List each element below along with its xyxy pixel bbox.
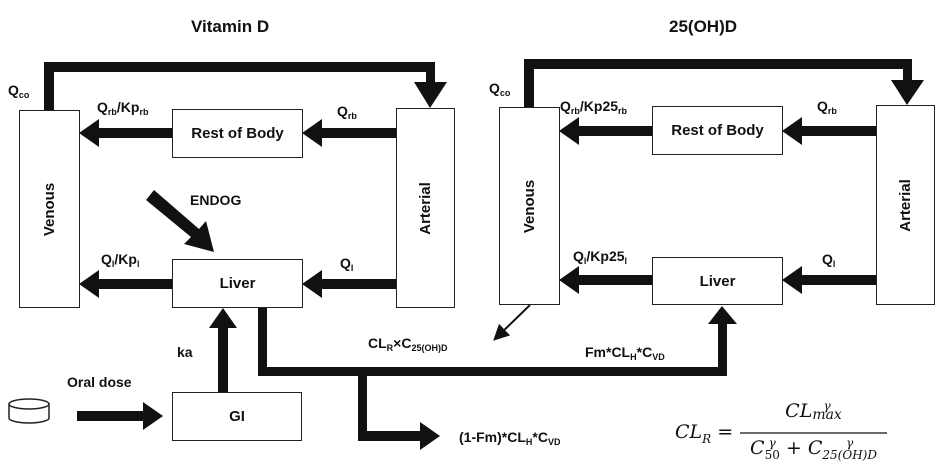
l-out-shaft-right — [577, 275, 652, 285]
rb-out-head-left — [79, 119, 99, 147]
arterial-compartment-left: Arterial — [396, 108, 455, 308]
oral-head — [143, 402, 163, 430]
gi-compartment: GI — [172, 392, 302, 441]
rb-in-shaft-right — [800, 126, 876, 136]
rb-in-head-left — [302, 119, 322, 147]
elim-head — [420, 422, 440, 450]
metabolism-label: Fm*CLH*CVD — [585, 344, 665, 362]
rb-in-label-right: Qrb — [817, 98, 837, 116]
l-out-label-left: Ql/Kpl — [101, 251, 140, 269]
qco-label-left: Qco — [8, 82, 30, 100]
oral-shaft — [77, 411, 145, 421]
l-in-head-right — [782, 266, 802, 294]
l-out-head-right — [559, 266, 579, 294]
venous-label: Venous — [40, 182, 58, 236]
qco-loop-left — [44, 62, 435, 110]
ka-label: ka — [177, 344, 193, 360]
arterial-label: Arterial — [897, 178, 914, 232]
liver-left: Liver — [172, 259, 303, 308]
ka-head — [209, 308, 237, 328]
l-out-shaft-left — [97, 279, 172, 289]
pill-icon — [8, 398, 50, 424]
panel-title-vitamin-d: Vitamin D — [191, 17, 270, 36]
rb-out-label-left: Qrb/Kprb — [97, 99, 149, 117]
l-in-shaft-right — [800, 275, 876, 285]
elim-branch — [358, 376, 422, 441]
equation-lhs: CLR = — [675, 421, 734, 446]
ka-shaft — [218, 326, 228, 392]
rb-in-label-left: Qrb — [337, 103, 357, 121]
venous-compartment-right: Venous — [499, 107, 560, 305]
rb-out-head-right — [559, 117, 579, 145]
panel-title-25ohd: 25(OH)D — [669, 17, 738, 36]
l-in-label-right: Ql — [822, 251, 836, 269]
l-in-head-left — [302, 270, 322, 298]
l-out-head-left — [79, 270, 99, 298]
l-out-label-right: Ql/Kp25l — [573, 248, 628, 266]
endog-arrow — [146, 190, 214, 252]
elimination-label: (1-Fm)*CLH*CVD — [459, 429, 561, 447]
liver-right: Liver — [652, 257, 783, 305]
rb-out-label-right: Qrb/Kp25rb — [560, 98, 628, 116]
rb-out-shaft-right — [577, 126, 652, 136]
arterial-label: Arterial — [417, 181, 434, 235]
rb-in-head-right — [782, 117, 802, 145]
l-in-shaft-left — [320, 279, 396, 289]
fm-head — [708, 306, 737, 324]
rb-in-shaft-left — [320, 128, 396, 138]
qco-label-right: Qco — [489, 80, 511, 98]
l-in-label-left: Ql — [340, 255, 354, 273]
renal-clearance-label: CLR×C25(OH)D — [368, 335, 448, 353]
qco-loop-right — [524, 59, 912, 107]
venous-label: Venous — [520, 179, 538, 233]
qco-arrowhead-right — [891, 80, 924, 105]
rb-out-shaft-left — [97, 128, 172, 138]
oral-dose-label: Oral dose — [67, 374, 132, 390]
venous-compartment-left: Venous — [19, 110, 80, 308]
rest-of-body-right: Rest of Body — [652, 106, 783, 155]
renal-arrow — [493, 304, 531, 341]
qco-arrowhead-left — [414, 82, 447, 108]
endog-label: ENDOG — [190, 192, 242, 208]
liver-trunk — [258, 308, 727, 376]
rest-of-body-left: Rest of Body — [172, 109, 303, 158]
arterial-compartment-right: Arterial — [876, 105, 935, 305]
